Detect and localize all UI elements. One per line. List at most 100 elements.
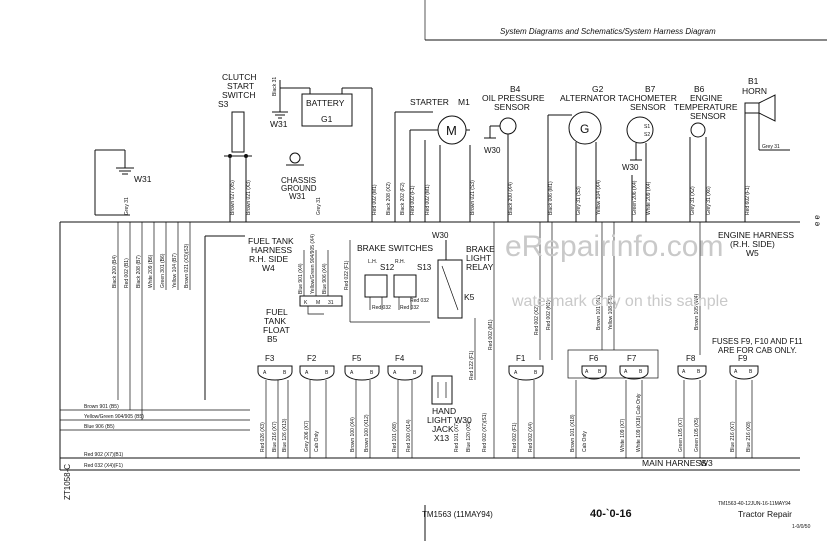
red-002-label: Red 002 (M1) [488,319,494,350]
brake-switch-rh [393,274,417,298]
upper-label: Yellow 104 (X4) [596,180,602,215]
footer-section: Tractor Repair [738,509,792,519]
float-pin-31: 31 [328,300,334,306]
jack-line1: HAND [432,406,456,416]
float-arm [307,306,324,315]
main-harness-ref: W3 [700,458,713,468]
fuse-name: F1 [516,354,526,363]
lower-label: Red 002 (X4) [528,422,534,452]
fuse-pin-b: B [749,369,753,375]
left-branch-bundle: Black 200 (B4) Red 002 (B1) Black 208 (B… [112,222,191,420]
fuse-f2: F2 A B [299,354,335,381]
clutch-line3: SWITCH [222,90,256,100]
horn-wire-label: Grey 31 [762,144,780,150]
jack-line4: X13 [434,433,449,443]
alt-letter: G [580,122,589,136]
float-line4: B5 [267,334,278,344]
h-wire-label: Yellow/Green 904/905 (B5) [84,414,144,420]
brake-red-032-b: Red 032 [400,305,419,311]
relay-ref: K5 [464,292,475,302]
lower-label: Blue 216 (X7) [730,421,736,452]
upper-label: Grey 31 [124,197,130,215]
red-002-label-3: Red 002 (K1) [546,300,552,330]
fuse-pin-b: B [283,370,287,376]
lower-label: Green 105 (X7) [678,417,684,452]
brake-lh: L.H. [368,259,377,265]
upper-label: Grey 31 (X2) [690,186,696,215]
header-title: System Diagrams and Schematics/System Ha… [500,27,716,36]
brake-red-032-a: Red 032 [372,305,391,311]
brown-105-label: Brown 105 (W4) [694,294,700,330]
lower-label: Brown 100 (X12) [364,414,370,452]
oil-line2: SENSOR [494,102,530,112]
branch-label: Red 002 (B1) [124,258,130,288]
tach-pin1: S1 [644,124,650,130]
fuse-body [257,365,293,381]
footer-doc: TM1563 (11MAY94) [422,510,493,519]
starter-label: STARTER [410,97,449,107]
brake-switch-label: BRAKE SWITCHES [357,243,433,253]
fuse-row: F3 A B F2 A B F5 A B F4 A B F1 A B F6 A … [257,349,759,381]
h-wire-label: Red 902 (X7)(B1) [84,452,124,458]
fuse-pin-a: A [393,370,397,376]
lower-label: Blue 126 (X13) [282,418,288,452]
branch-label: Black 208 (B7) [136,255,142,288]
lower-label: Red 002 (F1) [512,422,518,452]
lower-label: Brown 101 (X18) [570,414,576,452]
fuse-body [387,365,423,381]
fuse-body [581,365,607,380]
clutch-line2: START [227,81,254,91]
fuse-pin-a: A [350,370,354,376]
relay-line3: RELAY [466,262,494,272]
fuse-pin-b: B [598,369,602,375]
red-002-label-2: Red 002 (X2) [534,305,540,335]
watermark-main: eRepairinfo.com [505,230,723,263]
brown-101-label: Brown 101 (X1) [596,295,602,330]
tach-ref: B7 [645,84,656,94]
battery-ref: G1 [321,114,333,124]
h-wire-label: Brown 901 (B5) [84,404,119,410]
alt-ref: G2 [592,84,604,94]
upper-label: Grey 31 (S3) [576,186,582,215]
temp-ref: B6 [694,84,705,94]
footer-code-small: 1-0/0/50 [792,524,811,530]
engine-harness-line2: (R.H. SIDE) [730,239,775,249]
brake-feed-label: Red 022 (F1) [344,260,350,290]
float-line1: FUEL [266,307,288,317]
branch-label: White 209 (B6) [148,254,154,288]
relay-out-label: Red 122 (F1) [469,350,475,380]
branch-label: Brown 021 (X3)(S3) [184,243,190,288]
jack-line3: JACK [432,424,454,434]
branch-label: Black 200 (B4) [112,255,118,288]
yellow-108-label: Yellow 108 (F5) [608,295,614,330]
fuse-name: F5 [352,354,362,363]
fuse-name: F6 [589,354,599,363]
temp-line1: ENGINE [690,93,723,103]
fuse-pin-b: B [697,369,701,375]
fuse-drop-wires [265,380,753,458]
lower-label: White 109 (X18) Cab Only [636,393,642,452]
starter-letter: M [446,123,457,138]
lower-label: White 109 (X7) [620,418,626,452]
lower-label: Brown 100 (X4) [350,417,356,452]
fuse-f9: F9 A B [729,354,759,380]
fuse-name: F8 [686,354,696,363]
temp-sensor-symbol [690,122,706,138]
fuel-label: Blue 906 (X4) [322,263,328,294]
fuse-pin-a: A [624,369,628,375]
upper-label: Grey 31 [316,197,322,215]
fuse-f5: F5 A B [344,354,380,381]
right-margin-mark: ǝ ǝ [813,215,822,227]
fuse-f8: F8 A B [677,354,707,380]
engine-harness-line3: W5 [746,248,759,258]
tach-line1: TACHOMETER [618,93,677,103]
lower-label: Red 101 (X8) [392,422,398,452]
starter-ref: M1 [458,97,470,107]
upper-label: Red 002 (M1) [425,184,431,215]
fuel-harness-line2: HARNESS [251,245,292,255]
tach-symbol [626,116,654,144]
fuse-body [344,365,380,381]
fuel-harness-line4: W4 [262,263,275,273]
battery-label: BATTERY [306,98,345,108]
fuses-note-line1: FUSES F9, F10 AND F11 [712,337,803,346]
